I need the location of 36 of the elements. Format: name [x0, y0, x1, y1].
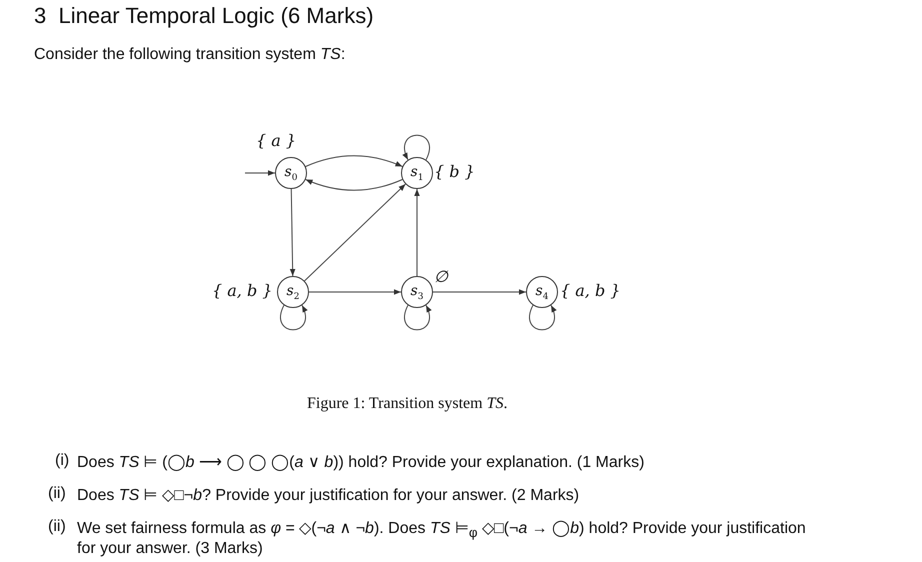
transition-arrow [290, 188, 296, 276]
state-label: s$_{4}$ [536, 282, 548, 302]
transition-arrow [308, 289, 402, 295]
state-circle [277, 276, 309, 308]
transition-arrow [304, 184, 406, 282]
state-circle [526, 276, 558, 308]
transition-arrow [414, 188, 420, 276]
state-annotation: { b } [434, 162, 475, 181]
transition-arrow [305, 155, 403, 167]
item-number: (ii) [48, 485, 66, 503]
state-circle [401, 276, 433, 308]
state-annotation: { a, b } [560, 281, 620, 300]
state-circle [401, 157, 433, 189]
self-loop-arrow [529, 304, 556, 330]
item-number: (i) [55, 452, 70, 470]
state-label: s$_{3}$ [410, 282, 424, 302]
self-loop-arrow [404, 304, 432, 330]
self-loop-arrow [402, 134, 430, 160]
intro-text: Consider the following transition system TS: [34, 46, 346, 64]
state-label: s$_{1}$ [410, 164, 424, 182]
question-text: Does TS ⊨ ◇□¬b? Provide your justification for your answer. (2 Marks) [77, 486, 580, 505]
heading: 3 Linear Temporal Logic (6 Marks) [34, 3, 374, 29]
question-text: We set fairness formula as φ = ◇(¬a ∧ ¬b). Does TS ⊨$_{φ}$ ◇□(¬a → ◯b) hold? Provide your justification for your answer. (3 Marks) [77, 519, 807, 558]
transition-arrow [305, 179, 403, 191]
figure-caption: Figure 1: Transition system TS. [307, 395, 508, 413]
self-loop-arrow [280, 304, 308, 330]
state-annotation: { a } [256, 131, 296, 150]
transition-arrow [432, 289, 526, 295]
transition-arrow [244, 170, 276, 176]
state-annotation: { a, b } [212, 281, 272, 300]
state-annotation: ∅ [434, 267, 448, 286]
state-circle [275, 157, 307, 189]
state-label: s$_{0}$ [284, 164, 298, 182]
question-text: Does TS ⊨ (◯b ⟶ ◯ ◯ ◯(a ∨ b)) hold? Provide your explanation. (1 Marks) [77, 453, 644, 472]
state-label: s$_{2}$ [286, 282, 300, 302]
item-number: (ii) [48, 518, 66, 536]
